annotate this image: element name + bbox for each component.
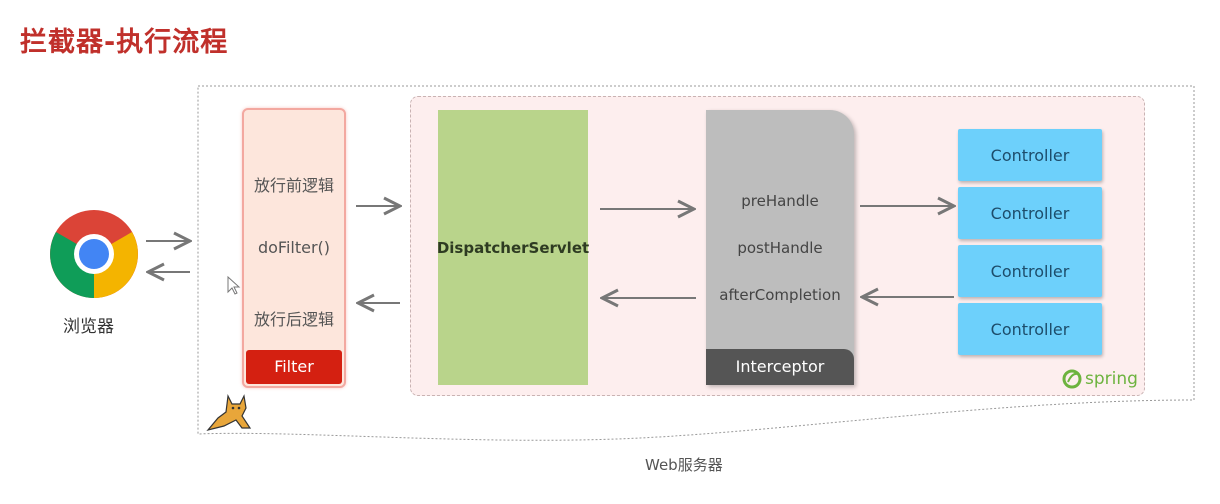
interceptor-posthandle: postHandle xyxy=(737,239,823,257)
filter-before-logic: 放行前逻辑 xyxy=(253,176,334,195)
filter-after-logic: 放行后逻辑 xyxy=(253,310,334,329)
page-title: 拦截器-执行流程 xyxy=(20,27,229,58)
spring-leaf-icon xyxy=(1062,369,1082,389)
controller-block: Controller xyxy=(958,129,1102,181)
tomcat-icon xyxy=(202,392,262,432)
filter-label: Filter xyxy=(246,350,342,384)
interceptor-block: preHandle postHandle afterCompletion Int… xyxy=(706,110,854,385)
cursor-icon xyxy=(227,275,241,295)
controller-block: Controller xyxy=(958,303,1102,355)
chrome-icon xyxy=(50,210,138,298)
controller-block: Controller xyxy=(958,245,1102,297)
interceptor-aftercompletion: afterCompletion xyxy=(719,286,841,304)
interceptor-label: Interceptor xyxy=(706,349,854,385)
dispatcher-servlet-label: DispatcherServlet xyxy=(436,238,590,257)
interceptor-prehandle: preHandle xyxy=(741,192,819,210)
spring-label: spring xyxy=(1085,369,1138,389)
web-server-label: Web服务器 xyxy=(645,456,723,474)
controller-block: Controller xyxy=(958,187,1102,239)
filter-block: 放行前逻辑 doFilter() 放行后逻辑 Filter xyxy=(242,108,346,388)
dispatcher-servlet-block: DispatcherServlet xyxy=(436,110,590,385)
spring-logo: spring xyxy=(1062,369,1138,389)
filter-do-filter: doFilter() xyxy=(257,238,331,257)
browser-label: 浏览器 xyxy=(63,317,114,337)
